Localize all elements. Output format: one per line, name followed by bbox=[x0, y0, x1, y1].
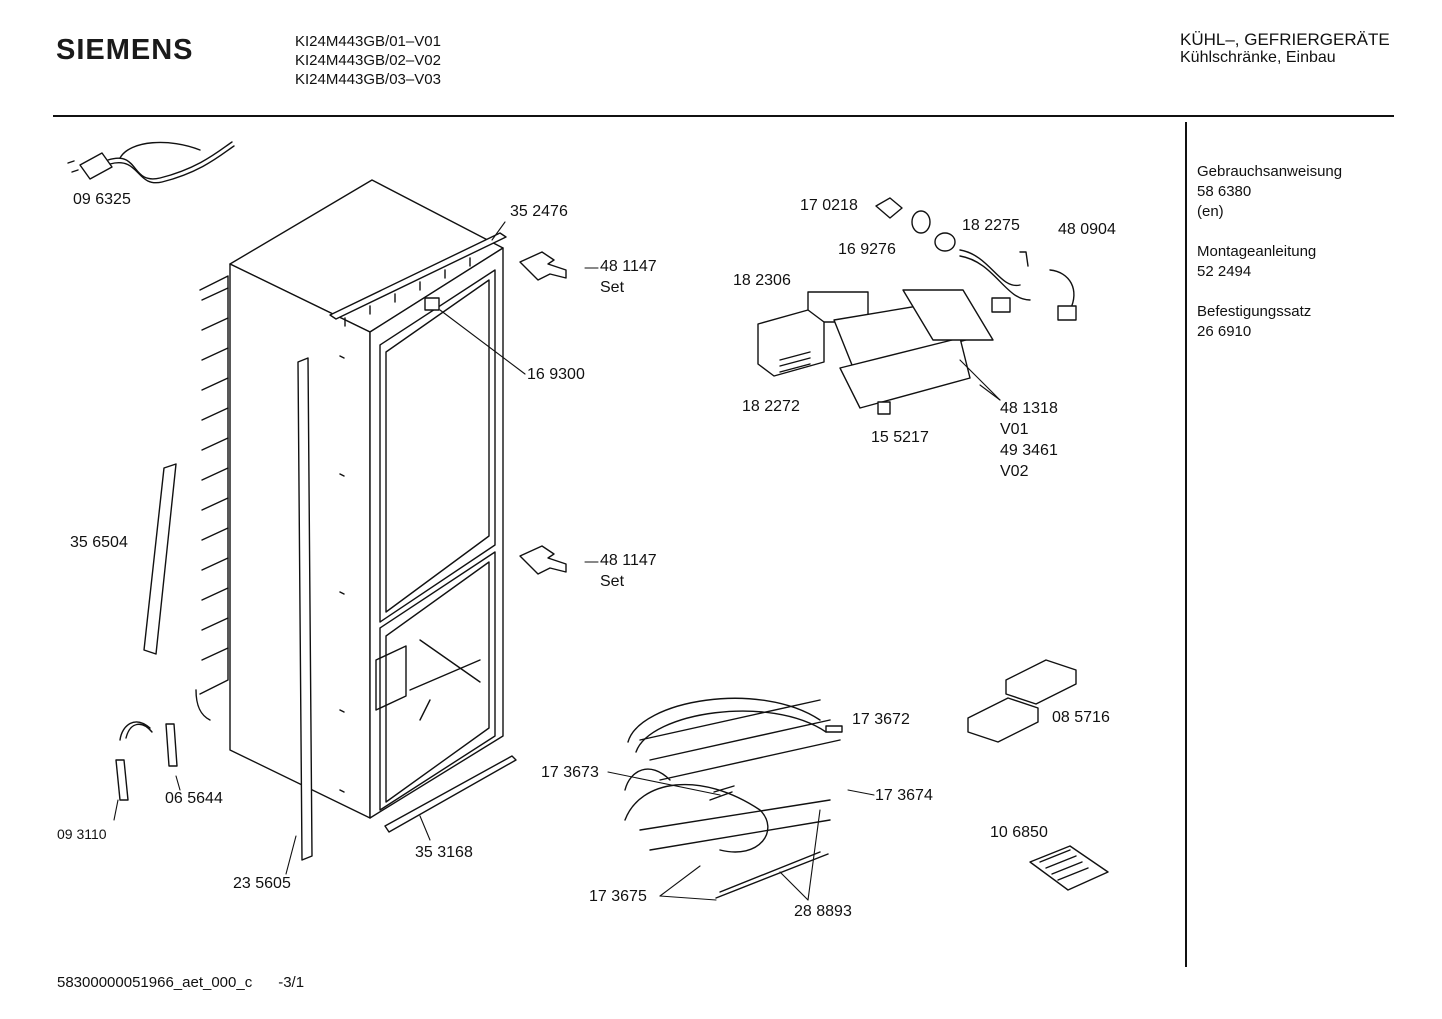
part-label: 10 6850 bbox=[990, 824, 1048, 841]
part-label: 48 0904 bbox=[1058, 221, 1116, 238]
model-number: KI24M443GB/03–V03 bbox=[295, 71, 441, 88]
wire-shelves-drawing bbox=[624, 697, 843, 899]
model-list: KI24M443GB/01–V01 KI24M443GB/02–V02 KI24… bbox=[295, 32, 441, 89]
part-label: 18 2272 bbox=[742, 398, 800, 415]
document-entry: Gebrauchsanweisung 58 6380 (en) bbox=[1197, 162, 1342, 222]
part-label: 06 5644 bbox=[165, 790, 223, 807]
category-subtitle: Kühlschränke, Einbau bbox=[1180, 49, 1336, 66]
ice-accessories-drawing bbox=[967, 659, 1109, 891]
brand-logo: SIEMENS bbox=[56, 34, 194, 66]
part-label: 48 1147 Set bbox=[600, 550, 657, 592]
part-label: 15 5217 bbox=[871, 429, 929, 446]
part-label: 17 0218 bbox=[800, 197, 858, 214]
document-number: 52 2494 bbox=[1197, 263, 1252, 280]
part-label: 18 2275 bbox=[962, 217, 1020, 234]
dryer-drawing bbox=[115, 721, 178, 801]
model-number: KI24M443GB/02–V02 bbox=[295, 52, 441, 69]
document-number: 26 6910 bbox=[1197, 323, 1252, 340]
category-heading: KÜHL–, GEFRIERGERÄTE Kühlschränke, Einba… bbox=[1180, 31, 1390, 67]
part-label: 35 2476 bbox=[510, 203, 568, 220]
document-title: Befestigungssatz bbox=[1197, 303, 1312, 320]
fridge-cabinet-drawing bbox=[143, 179, 517, 861]
document-number: 58 6380 bbox=[1197, 183, 1252, 200]
part-label: 09 6325 bbox=[73, 191, 131, 208]
part-number: 48 1147 bbox=[600, 552, 657, 569]
document-title: Gebrauchsanweisung bbox=[1197, 163, 1343, 180]
document-id: 58300000051966_aet_000_c bbox=[57, 974, 253, 991]
part-label: 35 6504 bbox=[70, 534, 128, 551]
part-label: 18 2306 bbox=[733, 272, 791, 289]
part-label: 17 3673 bbox=[541, 764, 599, 781]
part-number: 49 3461 bbox=[1000, 442, 1058, 459]
power-cord-drawing bbox=[67, 141, 235, 184]
leader-lines bbox=[113, 221, 1001, 901]
part-version: V02 bbox=[1000, 463, 1029, 480]
part-label: 08 5716 bbox=[1052, 709, 1110, 726]
part-label: 09 3110 bbox=[57, 826, 107, 842]
part-label: 16 9300 bbox=[527, 366, 585, 383]
model-number: KI24M443GB/01–V01 bbox=[295, 33, 441, 50]
part-label: 17 3674 bbox=[875, 787, 933, 804]
part-number: 48 1318 bbox=[1000, 400, 1058, 417]
sidebar-divider bbox=[1185, 122, 1187, 967]
document-entry: Montageanleitung 52 2494 bbox=[1197, 242, 1342, 282]
documents-list: Gebrauchsanweisung 58 6380 (en) Montagea… bbox=[1197, 162, 1342, 362]
document-title: Montageanleitung bbox=[1197, 243, 1317, 260]
part-label: 17 3672 bbox=[852, 711, 910, 728]
page-number: -3/1 bbox=[278, 974, 305, 991]
document-entry: Befestigungssatz 26 6910 bbox=[1197, 302, 1342, 342]
part-version: V01 bbox=[1000, 421, 1029, 438]
header-divider bbox=[53, 115, 1394, 117]
part-label: 48 1318 V01 49 3461 V02 bbox=[1000, 398, 1058, 482]
footer: 58300000051966_aet_000_c -3/1 bbox=[57, 974, 304, 991]
part-label: 48 1147 Set bbox=[600, 256, 657, 298]
control-unit-drawing bbox=[757, 197, 1077, 415]
part-label: 23 5605 bbox=[233, 875, 291, 892]
category-title: KÜHL–, GEFRIERGERÄTE bbox=[1180, 30, 1390, 49]
part-number: 48 1147 bbox=[600, 258, 657, 275]
part-label: 17 3675 bbox=[589, 888, 647, 905]
document-note: (en) bbox=[1197, 203, 1224, 220]
part-label: 28 8893 bbox=[794, 903, 852, 920]
hinge-drawing bbox=[519, 251, 567, 575]
part-label: 35 3168 bbox=[415, 844, 473, 861]
part-set-label: Set bbox=[600, 279, 625, 296]
part-label: 16 9276 bbox=[838, 241, 896, 258]
part-set-label: Set bbox=[600, 573, 625, 590]
